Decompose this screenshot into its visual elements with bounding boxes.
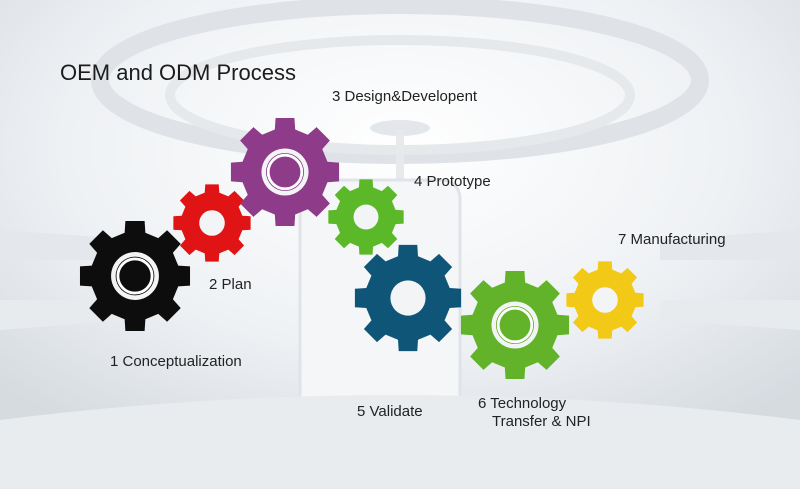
gear-icon-plan xyxy=(172,183,252,263)
gear-icon-design xyxy=(229,116,341,228)
step-label-4: 4 Prototype xyxy=(414,173,491,190)
step-label-5: 5 Validate xyxy=(357,403,423,420)
gear-icon-conceptualization xyxy=(78,219,192,333)
step-label-3: 3 Design&Developent xyxy=(332,88,478,105)
step-label-7: 7 Manufacturing xyxy=(618,231,726,248)
step-label-2: 2 Plan xyxy=(209,276,252,293)
gear-icon-manufacturing xyxy=(565,260,645,340)
diagram-title: OEM and ODM Process xyxy=(60,60,296,85)
gear-icon-validate xyxy=(353,243,463,353)
step-label-1: 1 Conceptualization xyxy=(110,353,242,370)
gear-icon-prototype xyxy=(327,178,405,256)
gear-icon-technology-transfer xyxy=(459,269,571,381)
step-label-6: 6 Technology xyxy=(478,395,567,412)
step-label-6-line2: Transfer & NPI xyxy=(492,413,591,430)
